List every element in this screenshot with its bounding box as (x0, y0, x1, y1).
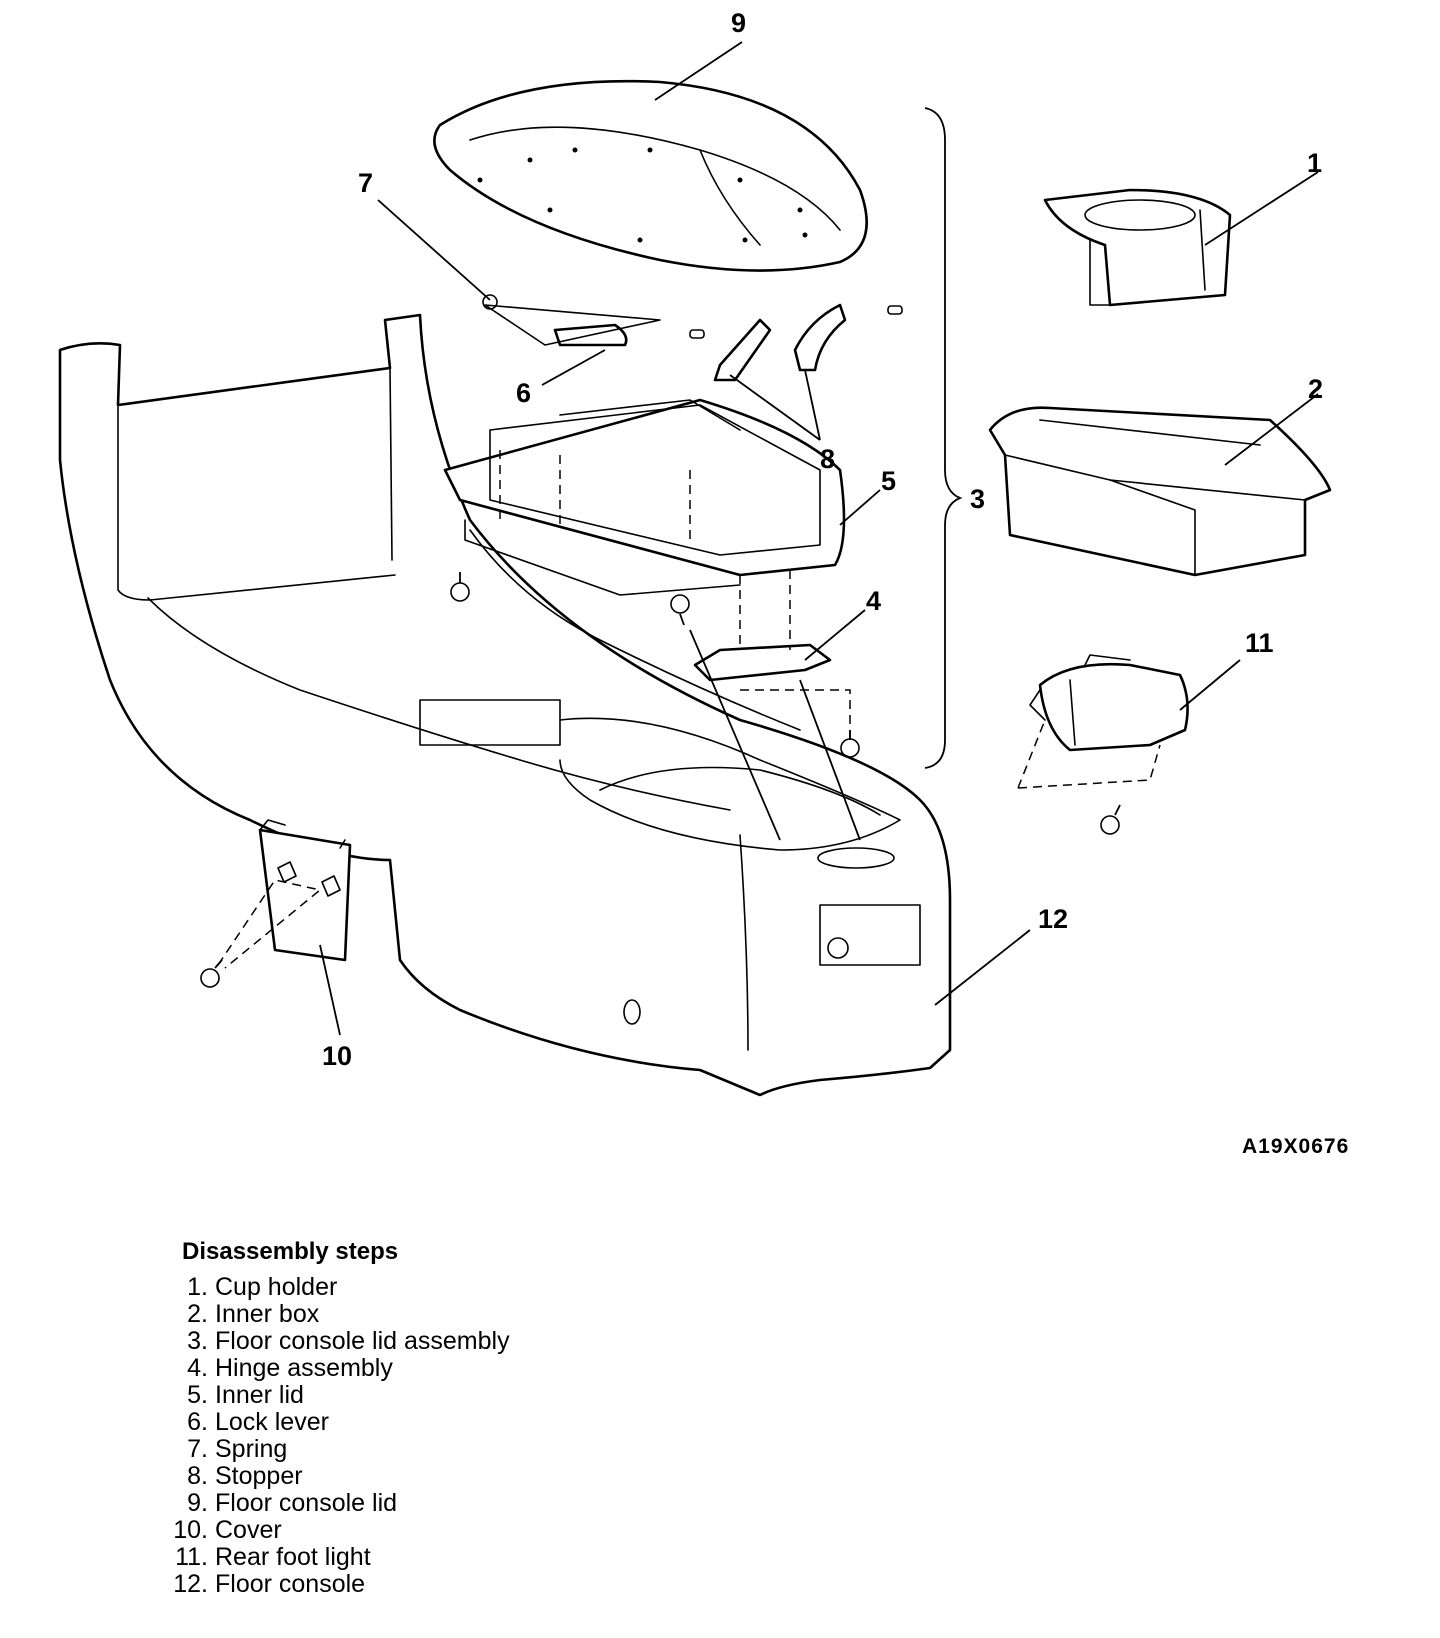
disassembly-steps: Disassembly steps 1.Cup holder 2.Inner b… (160, 1238, 860, 1598)
step-item: 5.Inner lid (187, 1381, 304, 1409)
step-item: 9.Floor console lid (187, 1489, 398, 1517)
inner-lid-drawing (443, 398, 851, 740)
exploded-parts-diagram: 1 2 3 4 5 6 7 8 9 10 11 12 A19X0676 (58, 8, 1349, 1158)
step-item: 3.Floor console lid assembly (187, 1327, 510, 1355)
steps-list: 1.Cup holder 2.Inner box 3.Floor console… (160, 1274, 860, 1598)
callout-6: 6 (516, 378, 531, 408)
step-item: 10.Cover (173, 1516, 282, 1544)
callout-11: 11 (1245, 628, 1274, 658)
screws-drawing (200, 572, 1121, 988)
step-item: 11.Rear foot light (175, 1543, 371, 1571)
step-item: 8.Stopper (187, 1462, 303, 1490)
step-item: 6.Lock lever (187, 1408, 329, 1436)
callout-9: 9 (731, 8, 746, 38)
rear-foot-light-drawing (1029, 654, 1189, 752)
leader-lines (217, 41, 1319, 1036)
callout-2: 2 (1308, 374, 1323, 404)
bracket-3 (924, 107, 963, 769)
step-item: 12.Floor console (173, 1570, 366, 1598)
cup-holder-drawing (1043, 188, 1232, 307)
callout-5: 5 (881, 466, 896, 496)
step-item: 7.Spring (187, 1435, 288, 1463)
cover-drawing (258, 819, 352, 962)
callout-10: 10 (322, 1041, 352, 1071)
figure-id: A19X0676 (1242, 1135, 1349, 1158)
callout-12: 12 (1038, 904, 1068, 934)
callout-1: 1 (1307, 148, 1322, 178)
callout-4: 4 (866, 586, 881, 616)
inner-box-drawing (988, 406, 1332, 577)
callout-8: 8 (820, 444, 835, 474)
step-item: 1.Cup holder (187, 1273, 338, 1301)
steps-title: Disassembly steps (182, 1238, 399, 1265)
callout-7: 7 (358, 168, 373, 198)
step-item: 2.Inner box (187, 1300, 320, 1328)
lock-lever-spring-stopper-drawing (482, 294, 903, 382)
floor-console-drawing (58, 313, 952, 1097)
step-item: 4.Hinge assembly (187, 1354, 393, 1382)
floor-console-lid-drawing (433, 79, 868, 272)
callout-3: 3 (970, 484, 985, 514)
